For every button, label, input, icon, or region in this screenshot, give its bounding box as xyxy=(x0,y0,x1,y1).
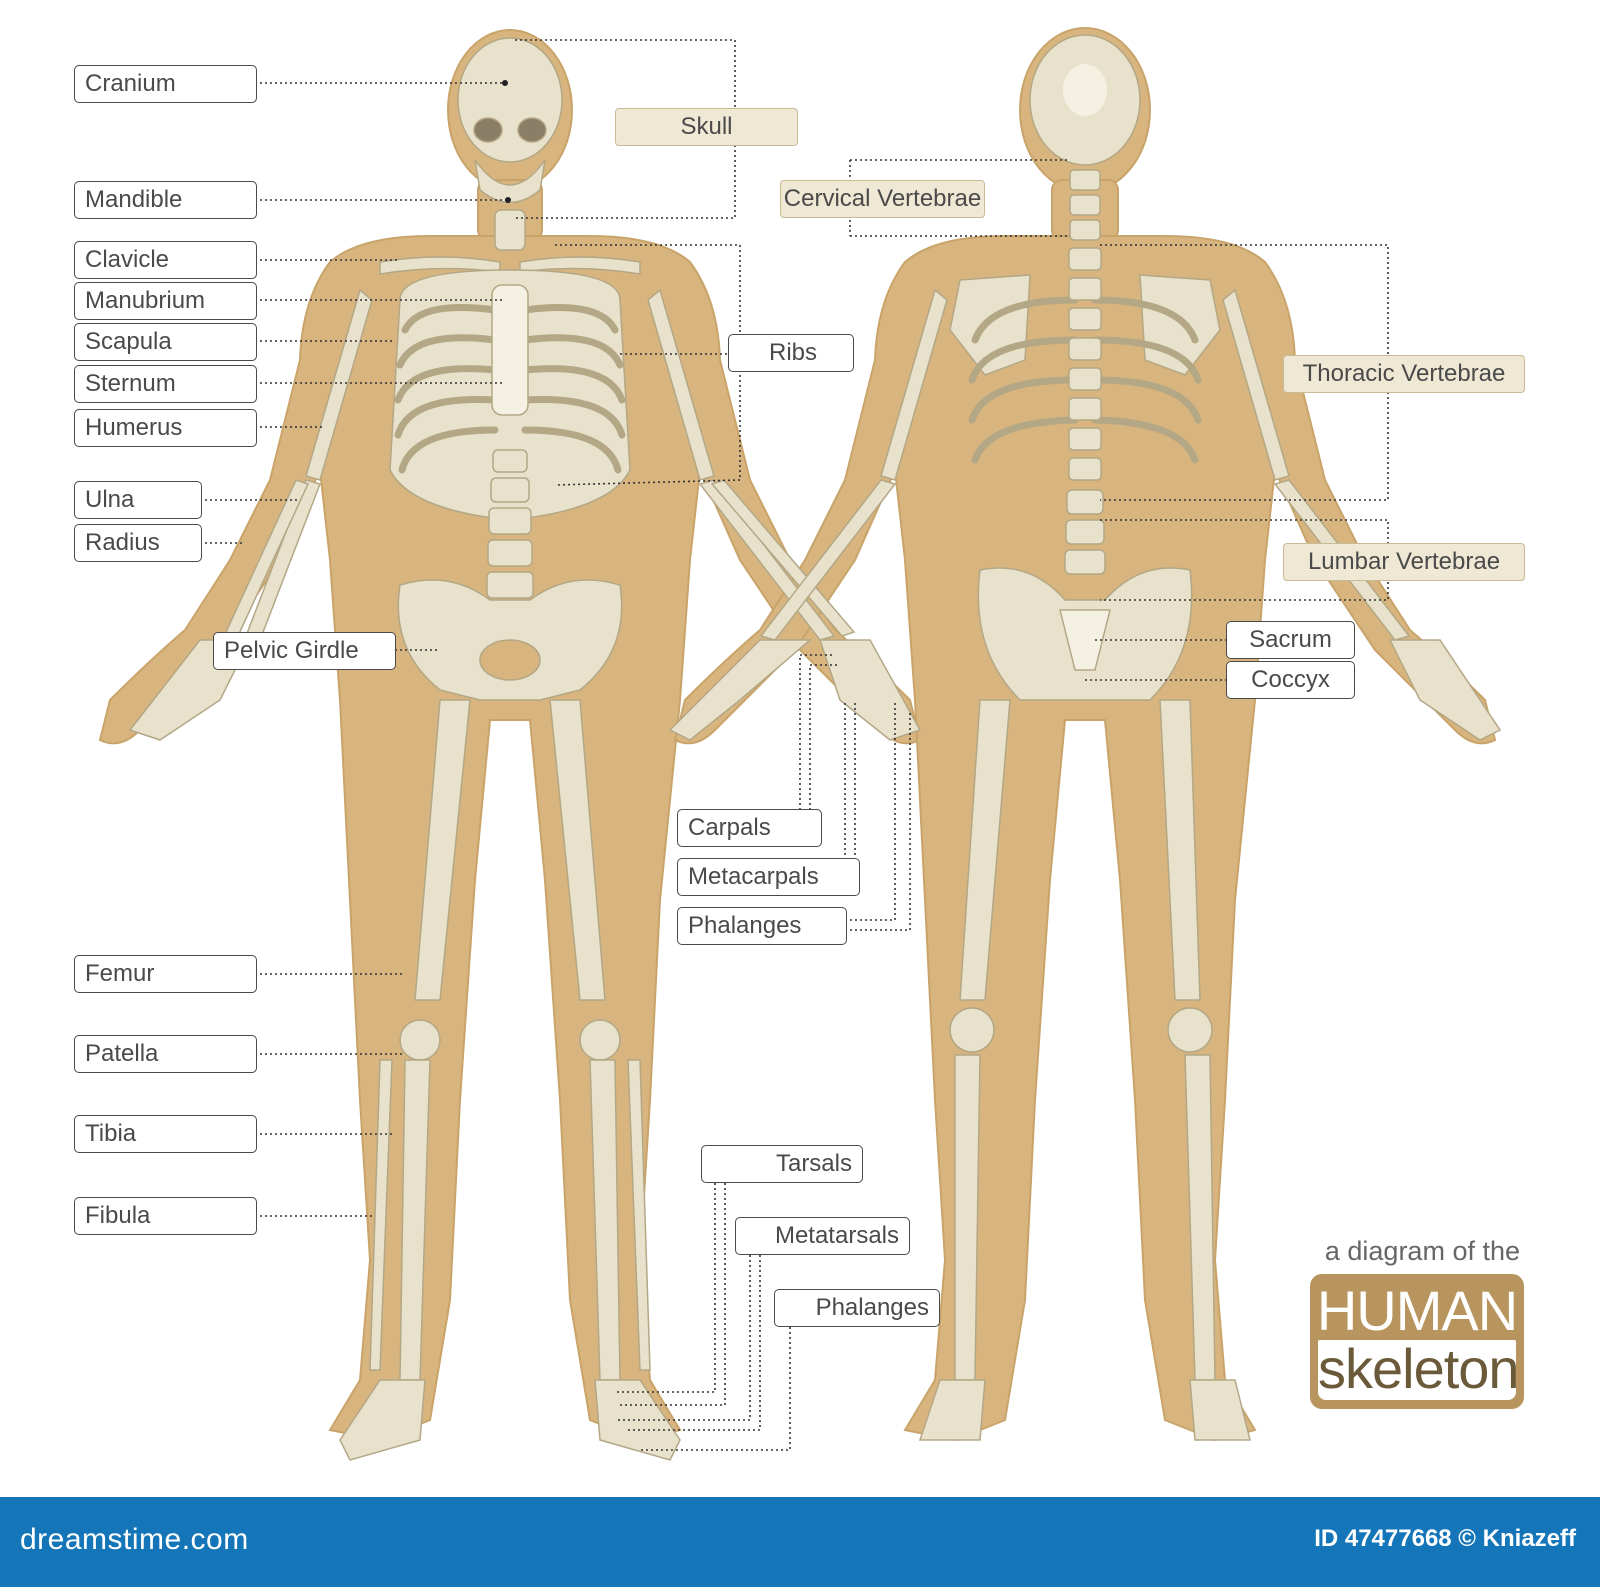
label-femur: Femur xyxy=(74,955,257,993)
label-carpals: Carpals xyxy=(677,809,822,847)
title-human: HUMAN xyxy=(1316,1279,1518,1342)
label-clavicle: Clavicle xyxy=(74,241,257,279)
group-label-skull: Skull xyxy=(615,108,798,146)
label-cranium: Cranium xyxy=(74,65,257,103)
label-pelvic-girdle: Pelvic Girdle xyxy=(213,632,396,670)
label-manubrium: Manubrium xyxy=(74,282,257,320)
footer-bar: dreamstime.com ID 47477668 © Kniazeff xyxy=(0,1497,1600,1587)
label-metacarpals: Metacarpals xyxy=(677,858,860,896)
label-sacrum: Sacrum xyxy=(1226,621,1355,659)
label-hand-phalanges: Phalanges xyxy=(677,907,847,945)
footer-image-credit: ID 47477668 © Kniazeff xyxy=(1314,1525,1576,1552)
label-tibia: Tibia xyxy=(74,1115,257,1153)
label-radius: Radius xyxy=(74,524,202,562)
footer-site-link[interactable]: dreamstime.com xyxy=(20,1523,249,1556)
group-label-thoracic-vertebrae: Thoracic Vertebrae xyxy=(1283,355,1525,393)
group-label-lumbar-vertebrae: Lumbar Vertebrae xyxy=(1283,543,1525,581)
label-foot-phalanges: Phalanges xyxy=(774,1289,940,1327)
label-coccyx: Coccyx xyxy=(1226,661,1355,699)
label-scapula: Scapula xyxy=(74,323,257,361)
label-ribs: Ribs xyxy=(728,334,854,372)
back-skeleton xyxy=(668,34,1502,1441)
group-label-cervical-vertebrae: Cervical Vertebrae xyxy=(780,180,985,218)
label-patella: Patella xyxy=(74,1035,257,1073)
title-box: HUMAN skeleton xyxy=(1310,1274,1524,1409)
title-subtitle: a diagram of the xyxy=(1324,1236,1520,1266)
label-ulna: Ulna xyxy=(74,481,202,519)
label-mandible: Mandible xyxy=(74,181,257,219)
label-metatarsals: Metatarsals xyxy=(735,1217,910,1255)
title-skeleton: skeleton xyxy=(1318,1337,1520,1400)
label-sternum: Sternum xyxy=(74,365,257,403)
label-fibula: Fibula xyxy=(74,1197,257,1235)
skeleton-illustration xyxy=(98,27,1502,1461)
label-tarsals: Tarsals xyxy=(701,1145,863,1183)
label-humerus: Humerus xyxy=(74,409,257,447)
leader-lines xyxy=(200,39,1389,1451)
